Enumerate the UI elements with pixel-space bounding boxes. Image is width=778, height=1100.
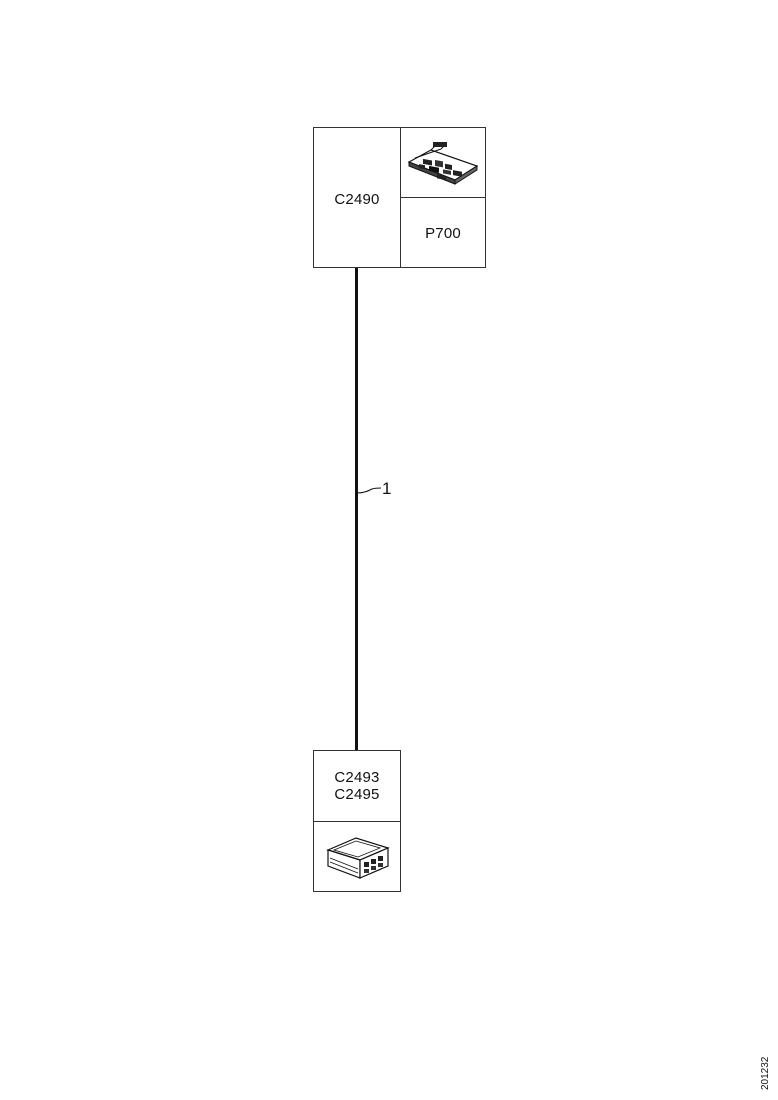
bottom-connector-block: C2493 C2495	[313, 750, 401, 892]
top-connector-id-cell: C2490	[314, 128, 401, 267]
circuit-board-icon	[407, 142, 479, 185]
connection-wire	[355, 268, 358, 751]
top-connector-block: C2490 P700	[313, 127, 486, 268]
wire-callout-label: 1	[382, 479, 392, 498]
document-id: 201232	[760, 1056, 771, 1090]
bottom-connector-id-line1: C2493	[334, 769, 380, 786]
bottom-connector-id-line2: C2495	[334, 786, 380, 803]
module-box-icon	[326, 837, 390, 879]
callout-leader-line	[356, 487, 382, 494]
bottom-connector-icon-cell	[314, 822, 400, 891]
bottom-connector-id-cell: C2493 C2495	[314, 751, 400, 822]
top-connector-icon-cell	[401, 128, 485, 198]
top-connector-id-label: C2490	[334, 191, 380, 208]
top-connector-part-label: P700	[425, 225, 461, 242]
top-connector-part-cell: P700	[401, 198, 485, 267]
